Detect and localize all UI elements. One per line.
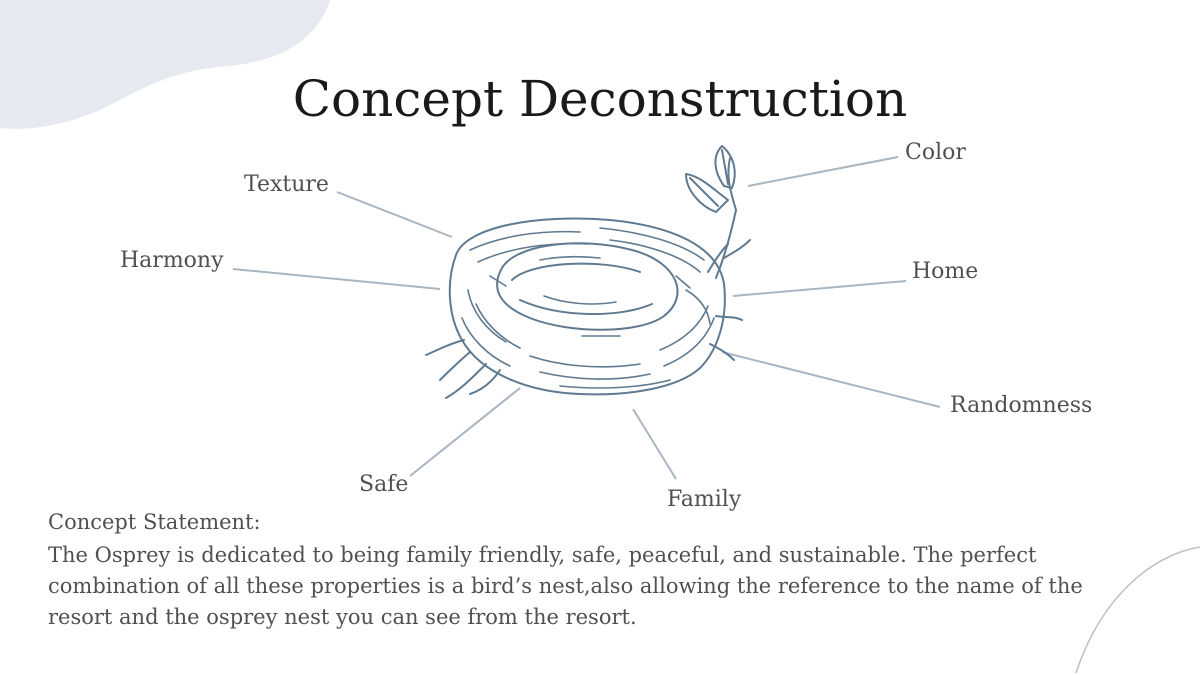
connector-home (732, 280, 907, 297)
connector-texture (336, 191, 453, 238)
node-label-home: Home (912, 259, 979, 284)
node-label-randomness: Randomness (950, 393, 1093, 418)
connector-harmony (232, 268, 441, 290)
concept-statement: Concept Statement: The Osprey is dedicat… (48, 510, 1088, 633)
connector-randomness (721, 351, 941, 408)
slide-title: Concept Deconstruction (292, 70, 908, 128)
decorative-arc (1075, 546, 1200, 674)
concept-statement-body: The Osprey is dedicated to being family … (48, 543, 1083, 629)
concept-diagram (232, 145, 941, 480)
bird-nest-icon (425, 145, 751, 399)
nest-strands (461, 227, 715, 389)
node-label-texture: Texture (244, 172, 329, 197)
connector-family (632, 408, 677, 480)
connector-safe (409, 387, 521, 477)
node-label-family: Family (667, 487, 742, 512)
decorative-blob (0, 0, 330, 129)
node-label-safe: Safe (359, 472, 409, 497)
connector-color (747, 156, 899, 187)
concept-statement-heading: Concept Statement: (48, 510, 261, 534)
node-label-color: Color (905, 140, 966, 165)
node-label-harmony: Harmony (120, 248, 224, 273)
